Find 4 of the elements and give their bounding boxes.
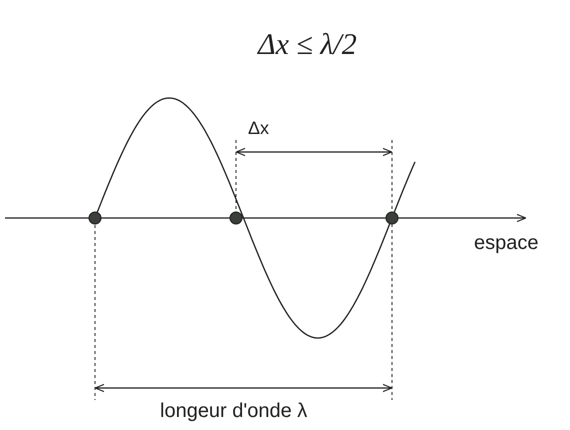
formula: Δx ≤ λ/2 [258, 28, 357, 62]
axis-label: espace [474, 232, 538, 255]
dimension-label: longeur d'onde λ [160, 400, 308, 423]
dimension-label: Δx [248, 118, 270, 139]
